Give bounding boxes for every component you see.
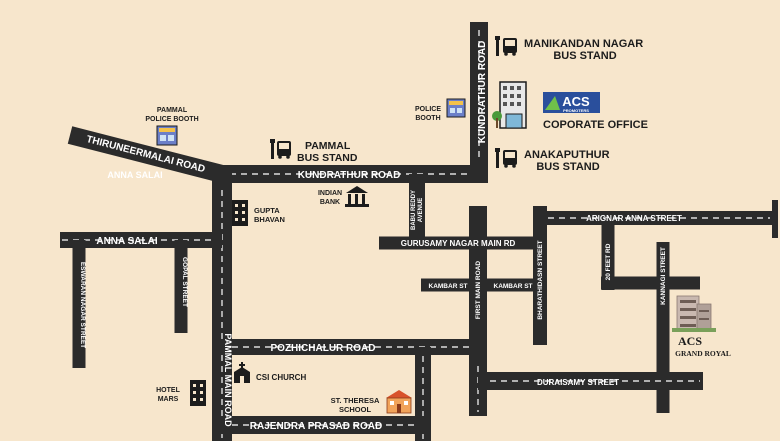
- csi-church: CSI CHURCH: [234, 362, 306, 383]
- police-right-label-2: BOOTH: [415, 115, 440, 122]
- anakaputhur-label-2: BUS STAND: [536, 161, 599, 173]
- bus-stop-icon: [495, 36, 517, 56]
- label-kambar-st-1: KAMBAR ST: [429, 283, 468, 290]
- anakaputhur-bus-stand: ANAKAPUTHUR BUS STAND: [495, 148, 610, 173]
- st-theresa-school: ST. THERESA SCHOOL: [331, 390, 412, 414]
- gupta-bhavan: GUPTA BHAVAN: [232, 200, 285, 226]
- corporate-office-label: COPORATE OFFICE: [543, 119, 648, 131]
- acs-grand-label-1: ACS: [678, 334, 702, 348]
- label-rajendra-prasad-road: RAJENDRA PRASAD ROAD: [250, 421, 382, 432]
- police-right-label-1: POLICE: [415, 106, 441, 113]
- manikandan-label-1: MANIKANDAN NAGAR: [524, 38, 643, 50]
- acs-grand-royal: ACS GRAND ROYAL: [672, 295, 731, 358]
- hotel-mars: HOTEL MARS: [156, 380, 206, 406]
- label-eswaran-nagar-street: ESWARAN NAGAR STREET: [79, 262, 86, 348]
- hotel-building-icon: [190, 380, 206, 406]
- gupta-label-1: GUPTA: [254, 206, 280, 215]
- label-kambar-st-2: KAMBAR ST: [494, 283, 533, 290]
- hotel-mars-label-2: MARS: [158, 396, 179, 403]
- school-icon: [386, 390, 412, 414]
- office-building-icon: [492, 81, 527, 129]
- label-arignar-anna-street: ARIGNAR ANNA STREET: [586, 214, 682, 223]
- label-anna-salai: ANNA SALAI: [96, 236, 158, 247]
- indian-bank-label-2: BANK: [320, 199, 340, 206]
- manikandan-label-2: BUS STAND: [553, 50, 616, 62]
- pammal-police-label-1: PAMMAL: [157, 107, 188, 114]
- acs-logo-sub: PROMOTERS: [563, 108, 589, 113]
- pammal-police-label-2: POLICE BOOTH: [145, 116, 198, 123]
- label-20-feet-rd: 20 FEET RD: [605, 243, 612, 280]
- pammal-bus-label-1: PAMMAL: [305, 140, 351, 152]
- police-booth-icon: [446, 98, 466, 118]
- indian-bank-label-1: INDIAN: [318, 190, 342, 197]
- label-babu-reddy-1: BABU REDDY: [411, 190, 417, 230]
- pammal-bus-stand: PAMMAL BUS STAND: [270, 139, 358, 164]
- bus-stop-icon: [270, 139, 291, 159]
- acs-promoters-logo: ACS PROMOTERS: [543, 92, 600, 113]
- bus-stop-icon: [495, 148, 517, 168]
- label-first-main-road: FIRST MAIN ROAD: [475, 261, 482, 319]
- bank-icon: [345, 186, 369, 207]
- indian-bank: INDIAN BANK: [318, 186, 369, 207]
- label-gurusamy-nagar-main-rd: GURUSAMY NAGAR MAIN RD: [401, 239, 516, 248]
- label-babu-reddy-2: AVENUE: [418, 198, 424, 223]
- label-bharathidasn-street: BHARATHIDASN STREET: [537, 240, 544, 319]
- apartment-building-image: [672, 295, 716, 332]
- police-booth-right: POLICE BOOTH: [415, 98, 466, 122]
- label-duraisamy-street: DURAISAMY STREET: [537, 378, 619, 387]
- st-theresa-label-1: ST. THERESA: [331, 396, 380, 405]
- acs-logo-text: ACS: [562, 94, 590, 109]
- pammal-police-booth: PAMMAL POLICE BOOTH: [145, 107, 199, 146]
- church-icon: [234, 362, 250, 383]
- twenty-feet-road: [601, 218, 700, 290]
- label-pozhichalur-road: POZHICHALUR ROAD: [271, 343, 376, 354]
- thiruneermalai-road: [67, 126, 225, 183]
- label-gopal-street: GOPAL STREET: [181, 257, 188, 307]
- building-icon: [232, 200, 248, 226]
- label-kannagi-street: KANNAGI STREET: [660, 247, 667, 305]
- corporate-office: ACS PROMOTERS COPORATE OFFICE: [492, 81, 648, 131]
- road-network: [60, 22, 778, 441]
- st-theresa-label-2: SCHOOL: [339, 405, 372, 414]
- anakaputhur-label-1: ANAKAPUTHUR: [524, 149, 610, 161]
- label-pammal-main-road: PAMMAL MAIN ROAD: [223, 333, 233, 427]
- gupta-label-2: BHAVAN: [254, 215, 285, 224]
- pammal-bus-label-2: BUS STAND: [297, 152, 358, 164]
- manikandan-bus-stand: MANIKANDAN NAGAR BUS STAND: [495, 36, 643, 62]
- label-anna-salai-under: ANNA SALAI: [107, 170, 162, 180]
- label-kundrathur-road-vertical: KUNDRATHUR ROAD: [477, 41, 488, 144]
- acs-grand-label-2: GRAND ROYAL: [675, 349, 731, 358]
- csi-church-label: CSI CHURCH: [256, 373, 306, 382]
- hotel-mars-label-1: HOTEL: [156, 387, 180, 394]
- police-booth-icon: [156, 125, 178, 146]
- label-kundrathur-road-horizontal: KUNDRATHUR ROAD: [298, 170, 401, 181]
